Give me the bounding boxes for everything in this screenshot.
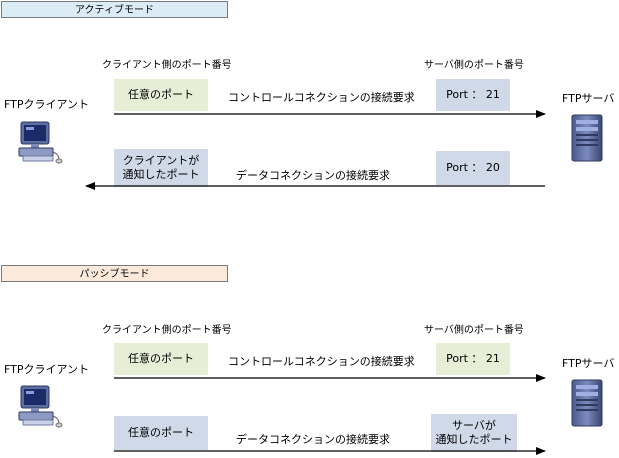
passive-mode-banner: パッシブモード [1, 265, 228, 282]
passive-data-server-port: サーバが 通知したポート [431, 414, 517, 452]
active-client-port-header: クライアント側のポート番号 [102, 60, 232, 71]
active-control-message: コントロールコネクションの接続要求 [228, 91, 415, 104]
active-control-client-port-text: 任意のポート [128, 88, 194, 101]
active-mode-banner: アクティブモード [1, 1, 228, 18]
passive-server-port-header: サーバ側のポート番号 [424, 325, 524, 336]
active-data-client-port-line2: 通知したポート [122, 168, 200, 181]
passive-control-server-port-text: Port ： 21 [446, 352, 500, 365]
active-data-server-port-text: Port ： 20 [446, 161, 500, 174]
passive-data-server-port-line2: 通知したポート [435, 433, 513, 446]
passive-control-client-port-text: 任意のポート [128, 352, 194, 365]
passive-control-message: コントロールコネクションの接続要求 [228, 355, 415, 368]
passive-client-computer-icon [18, 385, 63, 428]
active-mode-title: アクティブモード [75, 5, 154, 16]
active-server-label: FTPサーバ [562, 92, 615, 105]
passive-data-server-port-line1: サーバが [452, 419, 496, 432]
active-data-client-port-line1: クライアントが [122, 154, 200, 167]
passive-control-server-port: Port ： 21 [436, 343, 510, 375]
passive-data-message: データコネクションの接続要求 [236, 433, 390, 446]
passive-data-client-port: 任意のポート [114, 416, 208, 450]
active-data-server-port: Port ： 20 [436, 151, 510, 185]
active-client-label: FTPクライアント [4, 98, 90, 111]
active-data-message: データコネクションの接続要求 [236, 169, 390, 182]
passive-control-client-port: 任意のポート [114, 343, 208, 375]
active-server-tower-icon [571, 114, 603, 162]
passive-client-label: FTPクライアント [4, 363, 90, 376]
active-control-server-port: Port ： 21 [436, 79, 510, 111]
active-control-client-port: 任意のポート [114, 79, 208, 111]
passive-server-label: FTPサーバ [562, 357, 615, 370]
passive-mode-title: パッシブモード [79, 269, 150, 280]
passive-client-port-header: クライアント側のポート番号 [102, 325, 232, 336]
active-control-server-port-text: Port ： 21 [446, 88, 500, 101]
active-client-computer-icon [18, 121, 63, 164]
passive-data-client-port-text: 任意のポート [128, 426, 194, 439]
passive-server-tower-icon [571, 379, 603, 427]
active-data-client-port: クライアントが 通知したポート [114, 149, 208, 187]
active-server-port-header: サーバ側のポート番号 [424, 60, 524, 71]
